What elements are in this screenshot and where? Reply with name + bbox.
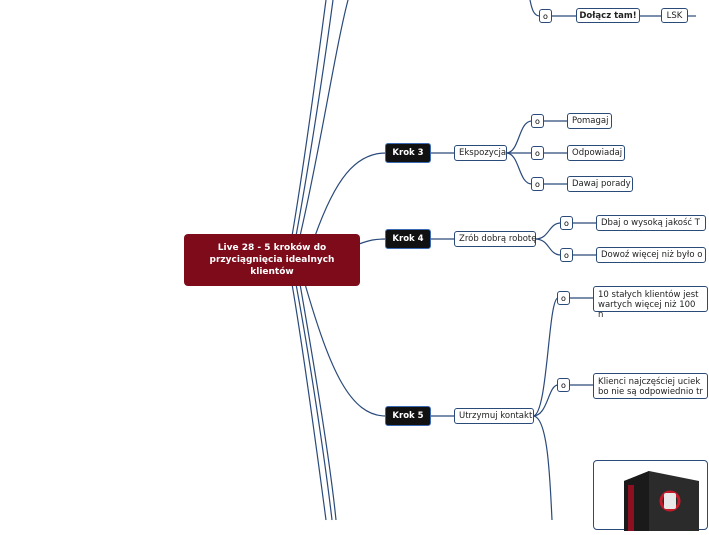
dawaj-porady-node[interactable]: Dawaj porady — [567, 176, 633, 192]
root-topic[interactable]: Live 28 - 5 kroków do przyciągnięcia ide… — [184, 234, 360, 286]
top-o-node[interactable]: o — [539, 9, 552, 23]
dbaj-o-jakosc-node[interactable]: Dbaj o wysoką jakość T — [596, 215, 706, 231]
product-image-box[interactable] — [593, 460, 708, 531]
odpowiadaj-node[interactable]: Odpowiadaj — [567, 145, 625, 161]
krok4-o-2[interactable]: o — [560, 248, 573, 262]
pomagaj-node[interactable]: Pomagaj — [567, 113, 612, 129]
utrzymuj-kontakt-node[interactable]: Utrzymuj kontakt — [454, 408, 534, 424]
root-title-line3: klientów — [250, 267, 294, 277]
krok3-node[interactable]: Krok 3 — [385, 143, 431, 163]
klienci-uciekaja-line2: bo nie są odpowiednio tr — [598, 387, 703, 397]
root-title-line2: przyciągnięcia idealnych — [209, 255, 335, 265]
krok5-o-1[interactable]: o — [557, 291, 570, 305]
dowoz-wiecej-node[interactable]: Dowoź więcej niż było o — [596, 247, 706, 263]
krok5-o-2[interactable]: o — [557, 378, 570, 392]
zrob-dobra-robote-node[interactable]: Zrób dobrą robotę — [454, 231, 537, 247]
mindmap-canvas: Live 28 - 5 kroków do przyciągnięcia ide… — [184, 0, 708, 531]
stali-klienci-line1: 10 stałych klientów jest — [598, 290, 699, 300]
join-node[interactable]: Dołącz tam! — [576, 8, 640, 23]
ekspozycja-node[interactable]: Ekspozycja — [454, 145, 507, 161]
klienci-uciekaja-node[interactable]: Klienci najczęściej uciek bo nie są odpo… — [593, 373, 708, 399]
stali-klienci-line2: wartych więcej niż 100 n — [598, 300, 696, 320]
klienci-uciekaja-line1: Klienci najczęściej uciek — [598, 377, 701, 387]
root-title-line1: Live 28 - 5 kroków do — [217, 243, 327, 253]
krok4-node[interactable]: Krok 4 — [385, 229, 431, 249]
connector-lines — [291, 0, 696, 521]
krok3-o-2[interactable]: o — [531, 146, 544, 160]
krok3-o-3[interactable]: o — [531, 177, 544, 191]
lsk-node[interactable]: LSK — [661, 8, 688, 23]
krok3-o-1[interactable]: o — [531, 114, 544, 128]
product-box-image — [624, 471, 699, 531]
krok5-node[interactable]: Krok 5 — [385, 406, 431, 426]
stali-klienci-node[interactable]: 10 stałych klientów jest wartych więcej … — [593, 286, 708, 320]
krok4-o-1[interactable]: o — [560, 216, 573, 230]
